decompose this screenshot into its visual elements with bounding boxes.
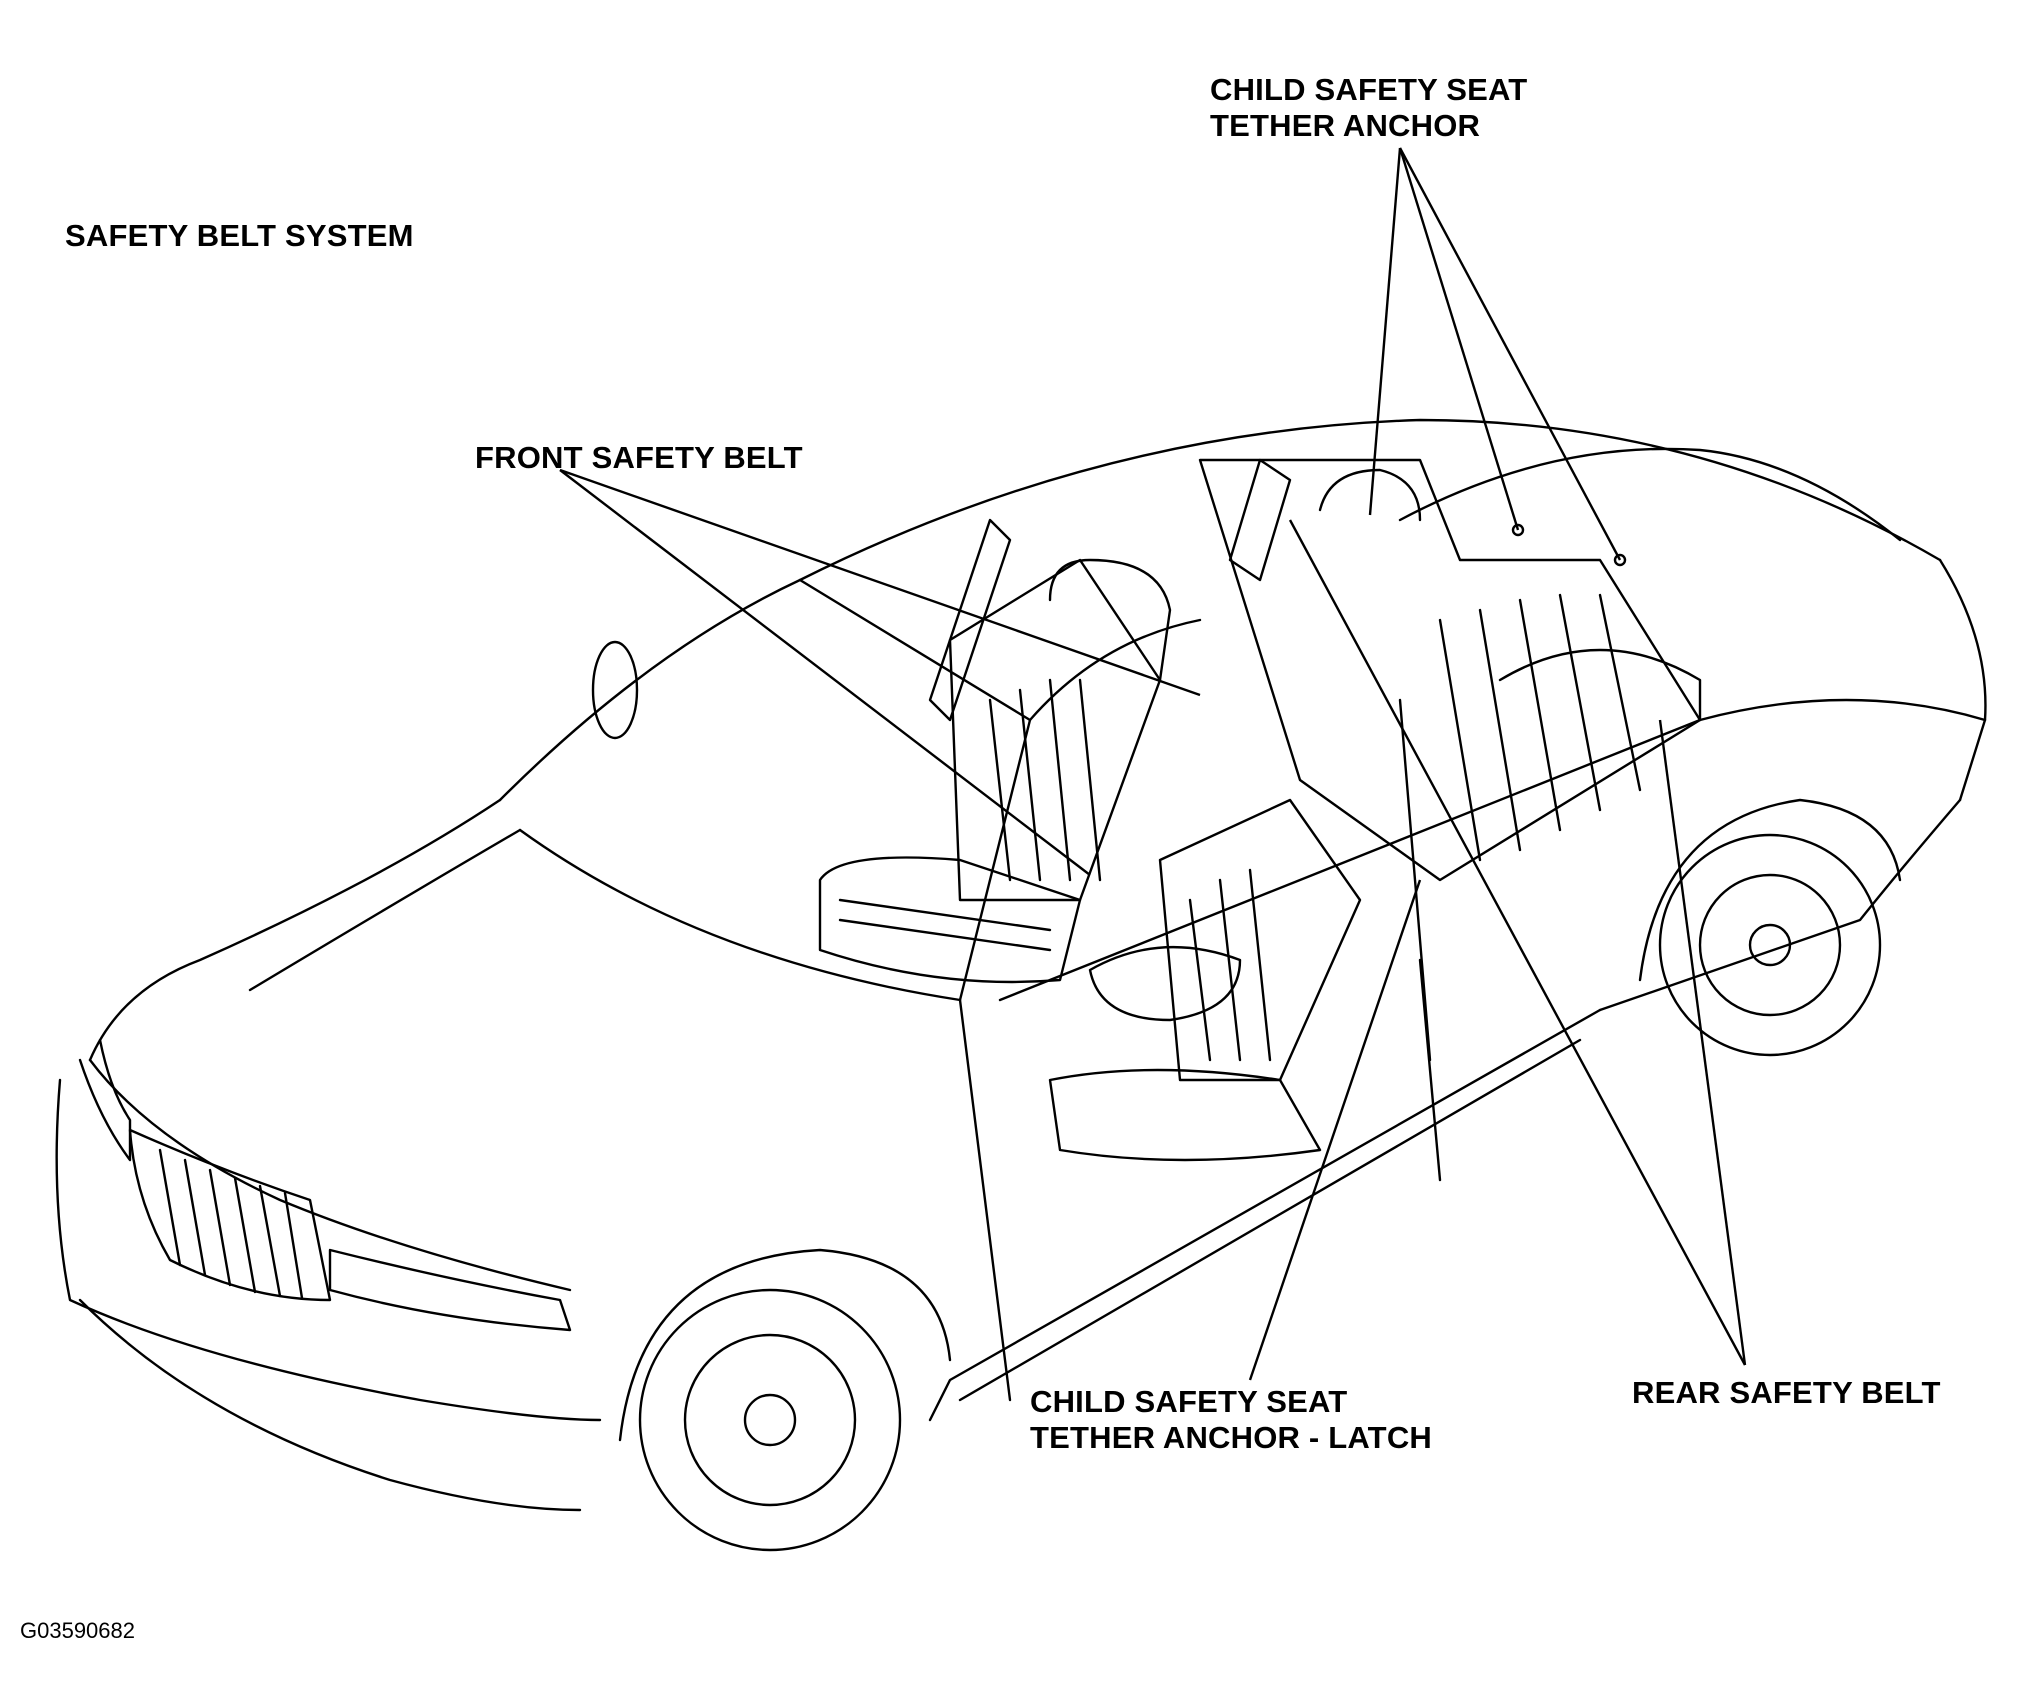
- callout-rear-safety-belt: REAR SAFETY BELT: [1632, 1375, 1941, 1410]
- windshield: [498, 578, 1032, 1002]
- headlamp-right: [328, 1248, 572, 1332]
- rear-door-frame: [1498, 648, 1702, 722]
- front-headrest: [1048, 558, 1172, 682]
- b-pillar: [1398, 698, 1432, 1062]
- door-seam: [1418, 958, 1442, 1182]
- front-door: [958, 998, 1012, 1402]
- front-wheel-arch: [618, 1248, 952, 1442]
- callout-latch: CHILD SAFETY SEAT TETHER ANCHOR - LATCH: [1030, 1384, 1432, 1456]
- side-mirror: [591, 640, 639, 740]
- rear-belt-webbing: [1228, 458, 1292, 582]
- front-belt-webbing: [928, 518, 1012, 722]
- driver-cushion: [1048, 1068, 1322, 1162]
- rear-wheel-arch: [1638, 798, 1902, 982]
- leader-tether-top-1: [1368, 147, 1402, 516]
- grille: [128, 1128, 332, 1302]
- a-pillar: [1028, 618, 1202, 722]
- figure-code: G03590682: [20, 1618, 135, 1643]
- rear-headrest: [1318, 468, 1422, 522]
- hood-outline: [88, 798, 502, 1062]
- front-wheel: [638, 1288, 902, 1552]
- callout-front-safety-belt: FRONT SAFETY BELT: [475, 440, 803, 475]
- front-bumper: [55, 1078, 602, 1422]
- callout-tether-anchor: CHILD SAFETY SEAT TETHER ANCHOR: [1210, 72, 1527, 144]
- leader-front-belt-2: [559, 468, 1201, 697]
- lower-side: [958, 1038, 1582, 1402]
- leader-rear-belt-2: [1658, 719, 1747, 1366]
- rear-bench-back: [1198, 458, 1702, 882]
- front-seat-cushion: [818, 856, 1082, 984]
- callout-tether-anchor-line1: CHILD SAFETY SEAT: [1210, 72, 1528, 107]
- tether-anchor-point-right: [1613, 553, 1627, 567]
- leader-tether-top-2: [1398, 147, 1520, 531]
- tether-anchor-point: [1511, 523, 1525, 537]
- front-wheel-cap: [743, 1393, 797, 1447]
- rear-quarter: [1598, 798, 1962, 1012]
- rear-wheel: [1658, 833, 1882, 1057]
- rocker-panel: [928, 1008, 1602, 1422]
- diagram-title: SAFETY BELT SYSTEM: [65, 218, 414, 253]
- car-body: [55, 418, 1987, 1552]
- leader-front-belt-1: [559, 469, 1091, 876]
- bumper-lower: [78, 1298, 582, 1512]
- steering-wheel: [1088, 946, 1242, 1022]
- rear-wheel-hub: [1698, 873, 1842, 1017]
- callout-latch-line2: TETHER ANCHOR - LATCH: [1030, 1420, 1432, 1455]
- callout-leaders: [559, 147, 1747, 1381]
- callout-latch-line1: CHILD SAFETY SEAT: [1030, 1384, 1348, 1419]
- front-wheel-hub: [683, 1333, 857, 1507]
- trunk-outline: [1938, 558, 1987, 802]
- leader-tether-top-3: [1398, 147, 1622, 561]
- driver-seat-back: [1158, 798, 1362, 1082]
- leader-latch: [1248, 879, 1422, 1381]
- windshield-base: [518, 828, 962, 1002]
- hood-crease: [248, 828, 522, 992]
- rear-wheel-cap: [1748, 923, 1792, 967]
- callout-tether-anchor-line2: TETHER ANCHOR: [1210, 108, 1481, 143]
- deck-lid: [1698, 698, 1987, 722]
- headlamp-left: [78, 1038, 132, 1162]
- door-belt-line: [998, 718, 1702, 1002]
- rear-window: [1398, 447, 1902, 542]
- hood-edge: [88, 1058, 572, 1292]
- roof-outline: [798, 418, 1942, 582]
- leader-rear-belt-1: [1288, 519, 1747, 1366]
